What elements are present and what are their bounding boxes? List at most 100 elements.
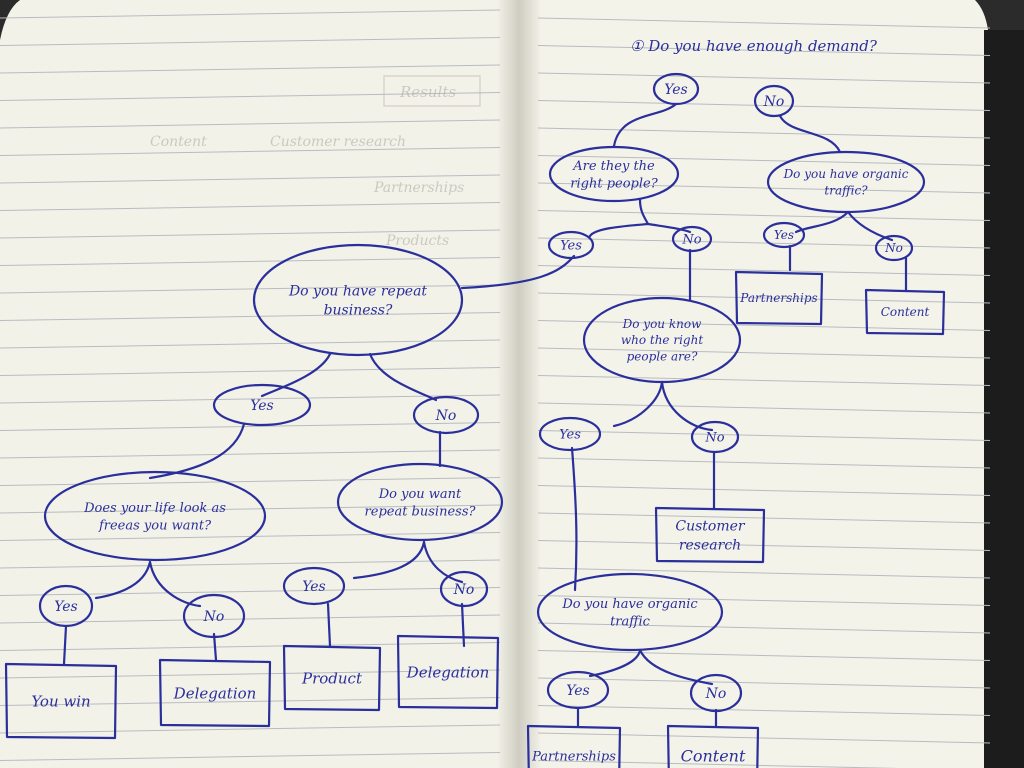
connector: [260, 352, 332, 398]
node-outline: [38, 584, 94, 628]
box-outline: [158, 658, 272, 728]
ruled-line: [0, 284, 501, 294]
ruled-line: [0, 724, 501, 734]
ruled-lines-left: [0, 9, 501, 761]
ruled-line: [0, 119, 501, 129]
ruled-line: [537, 650, 991, 661]
node-label: Customer: [675, 518, 746, 534]
node-outline: [582, 296, 742, 384]
connector: [612, 380, 664, 428]
box-outline: [282, 644, 382, 712]
ruled-line: [537, 457, 991, 469]
connector: [638, 198, 650, 226]
connector: [778, 114, 842, 154]
node-label: Do you want: [378, 487, 462, 502]
box-outline: [4, 662, 118, 740]
node-outline: [671, 225, 713, 253]
node-label: No: [203, 609, 225, 625]
ruled-line: [0, 257, 501, 266]
node-label: Partnerships: [531, 750, 616, 765]
ruled-line: [0, 559, 501, 569]
connector: [212, 632, 218, 662]
node-label: You win: [31, 692, 90, 710]
ruled-line: [537, 430, 991, 441]
node-label: Yes: [560, 239, 582, 254]
connector: [460, 254, 576, 290]
node-outline: [766, 150, 926, 214]
node-label: Yes: [250, 398, 274, 414]
node-outline: [652, 72, 700, 106]
ruled-line: [537, 402, 991, 414]
connector: [62, 624, 68, 666]
node-outline: [439, 570, 489, 608]
node-outline: [43, 470, 267, 562]
node-label: Delegation: [173, 684, 257, 702]
outcome-box-you-win: You win: [4, 662, 118, 740]
ruled-line: [537, 347, 991, 359]
connector: [660, 380, 714, 432]
connector: [326, 602, 332, 648]
answer-node-no-life: No: [182, 593, 246, 639]
answer-node-yes-repeat: Yes: [212, 383, 312, 427]
node-label: No: [763, 94, 785, 110]
ruled-line: [537, 375, 991, 386]
node-outline: [874, 234, 914, 262]
ruled-line: [537, 237, 991, 249]
node-label: who the right: [621, 333, 703, 347]
ruled-line: [0, 339, 501, 349]
box-outline: [734, 270, 824, 326]
ruled-line: [537, 100, 991, 111]
node-label: Content: [881, 305, 930, 319]
faint-text: Content: [150, 134, 207, 150]
node-label: No: [704, 431, 724, 446]
connector: [460, 602, 466, 648]
outcome-box-content: Content: [864, 288, 946, 336]
connector: [588, 222, 650, 238]
page-heading: ① Do you have enough demand?: [630, 37, 878, 55]
outcome-box-partnerships: Partnerships: [734, 270, 824, 326]
ruled-line: [0, 587, 501, 596]
node-label: Does your life look as: [83, 501, 226, 516]
ruled-line: [537, 485, 991, 496]
node-outline: [689, 673, 743, 713]
ruled-line: [537, 677, 991, 689]
node-label: Do you have repeat: [288, 283, 427, 299]
node-label: traffic?: [824, 183, 868, 197]
question-node-life-look: Does your life look as freeas you want?: [43, 470, 267, 562]
node-label: research: [679, 537, 741, 553]
connector: [148, 422, 246, 480]
connector: [148, 560, 202, 608]
ruled-line: [537, 45, 991, 56]
node-outline: [547, 230, 595, 260]
node-label: freeas you want?: [98, 518, 212, 533]
ruled-line: [0, 229, 501, 239]
outcome-box-delegation: Delegation: [158, 658, 272, 728]
node-label: No: [453, 582, 475, 598]
ruled-line: [537, 292, 991, 304]
ruled-line: [537, 760, 900, 768]
answer-node-yes-know: Yes: [538, 416, 602, 452]
answer-node-yes-want: Yes: [282, 566, 346, 606]
node-label: Yes: [54, 599, 78, 615]
ruled-line: [537, 155, 991, 166]
box-outline: [654, 506, 766, 564]
box-outline: [864, 288, 946, 336]
faint-text: Customer research: [270, 134, 406, 150]
ruled-line: [0, 202, 501, 211]
node-label: No: [681, 233, 701, 248]
connector: [368, 352, 438, 402]
connector: [570, 446, 578, 592]
node-outline: [212, 383, 312, 427]
node-label: No: [884, 241, 903, 255]
answer-node-yes-life: Yes: [38, 584, 94, 628]
node-outline: [412, 395, 480, 435]
connector: [846, 210, 894, 242]
connector: [646, 222, 692, 234]
connector: [612, 102, 678, 148]
ruled-line: [0, 697, 501, 706]
